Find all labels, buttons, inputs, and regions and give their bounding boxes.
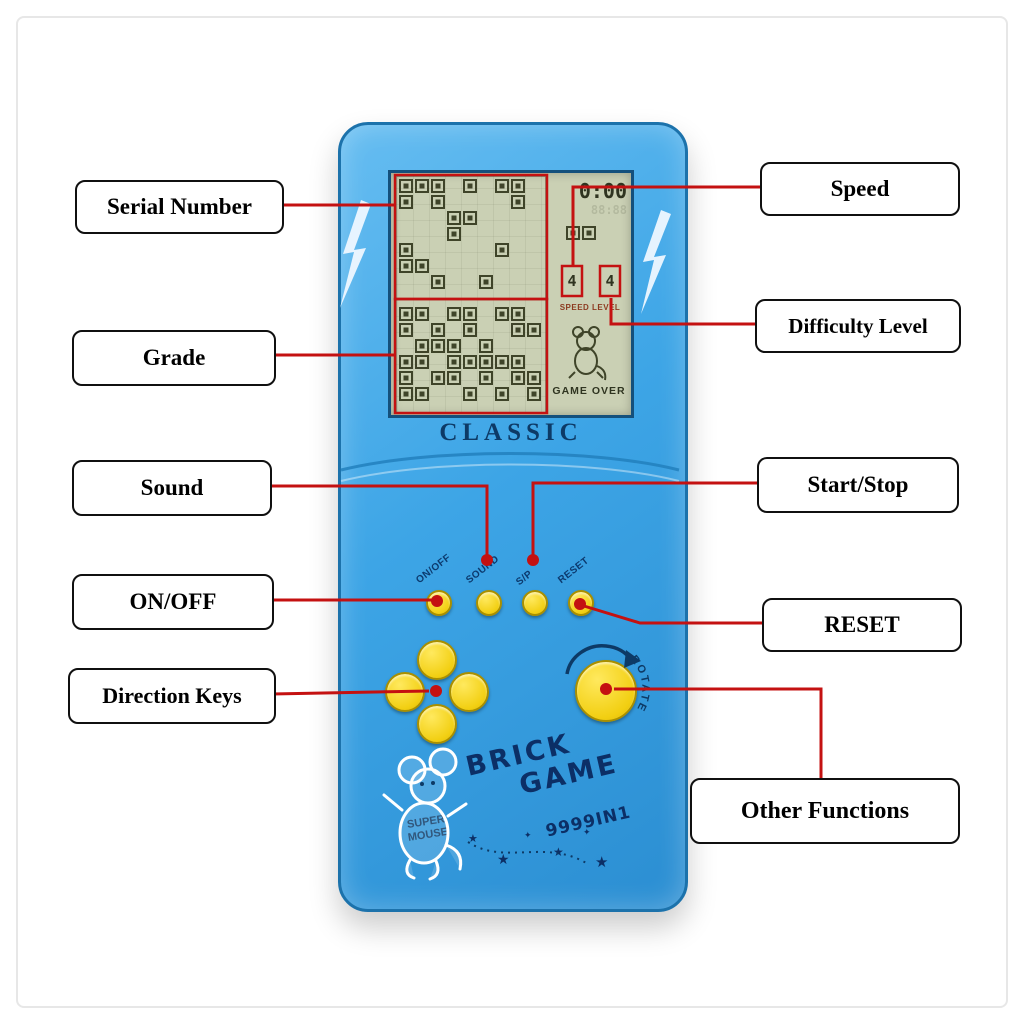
callout-speed: Speed [760,162,960,216]
dpad-right-button[interactable] [449,672,489,712]
sparkle-icon: ✦ [583,827,591,837]
star-icon: ★ [595,855,609,871]
callout-difficulty-level: Difficulty Level [755,299,961,353]
sound-button[interactable] [476,590,502,616]
lcd-screen: 0:00 88:88 4 4 SPEED LEVEL GAME OVER [388,170,634,418]
rotate-button[interactable] [575,660,637,722]
dpad-left-button[interactable] [385,672,425,712]
on-off-button[interactable] [426,590,452,616]
reset-button[interactable] [568,590,594,616]
callout-other-functions: Other Functions [690,778,960,844]
callout-sound: Sound [72,460,272,516]
dpad-up-button[interactable] [417,640,457,680]
start-pause-button[interactable] [522,590,548,616]
lcd-game-over-label: GAME OVER [552,385,626,397]
lcd-speed-value: 4 [567,272,577,290]
callout-direction-keys: Direction Keys [68,668,276,724]
callout-start-stop: Start/Stop [757,457,959,513]
callout-reset: RESET [762,598,962,652]
classic-label: CLASSIC [439,419,583,446]
dpad-down-button[interactable] [417,704,457,744]
sparkle-icon: ✦ [524,830,532,840]
star-icon: ★ [497,853,510,868]
lcd-score-time: 0:00 [578,179,627,203]
star-icon: ★ [553,845,564,859]
callout-grade: Grade [72,330,276,386]
lcd-speed-level-label: SPEED LEVEL [559,303,621,312]
star-icon: ★ [468,833,478,845]
callout-on-off: ON/OFF [72,574,274,630]
lcd-level-value: 4 [605,272,615,290]
callout-serial-number: Serial Number [75,180,284,234]
lcd-ghost-digits: 88:88 [590,203,627,217]
